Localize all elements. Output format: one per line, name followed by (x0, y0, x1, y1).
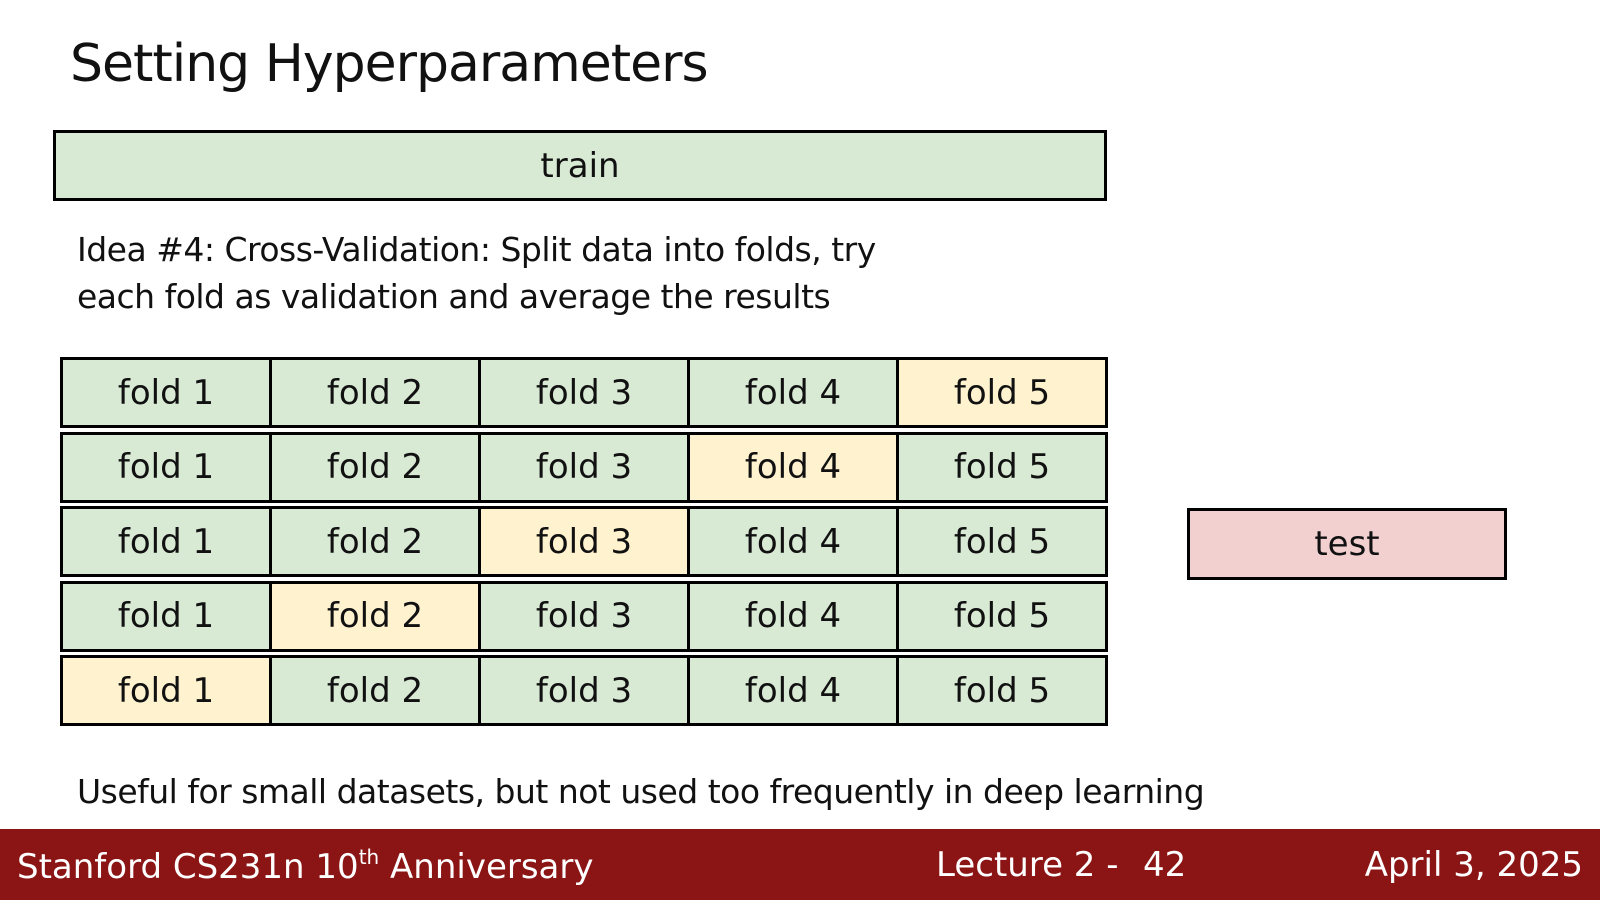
slide-title: Setting Hyperparameters (70, 34, 709, 94)
fold-cell: fold 5 (899, 580, 1108, 652)
fold-cell: fold 4 (690, 357, 899, 428)
lecture-date: April 3, 2025 (1364, 845, 1583, 885)
idea-line-1: Idea #4: Cross-Validation: Split data in… (77, 230, 876, 269)
idea-text: Idea #4: Cross-Validation: Split data in… (77, 226, 977, 320)
footer-bar: Stanford CS231n 10th Anniversary Lecture… (0, 829, 1600, 900)
course-suffix: Anniversary (379, 847, 594, 887)
test-bar: test (1187, 508, 1507, 580)
fold-cell: fold 1 (60, 655, 272, 726)
fold-cell: fold 3 (481, 580, 690, 652)
fold-cell: fold 4 (690, 506, 899, 577)
fold-row: fold 1 fold 2 fold 3 fold 4 fold 5 (60, 357, 1108, 428)
fold-cell: fold 2 (272, 580, 481, 652)
fold-cell: fold 3 (481, 655, 690, 726)
fold-row: fold 1 fold 2 fold 3 fold 4 fold 5 (60, 580, 1108, 652)
fold-cell: fold 4 (690, 655, 899, 726)
fold-row: fold 1 fold 2 fold 3 fold 4 fold 5 (60, 506, 1108, 577)
page-number: 42 (1143, 845, 1187, 885)
fold-cell: fold 3 (481, 357, 690, 428)
course-superscript: th (358, 845, 380, 869)
course-name: Stanford CS231n 10th Anniversary (17, 845, 594, 887)
folds-grid: fold 1 fold 2 fold 3 fold 4 fold 5 fold … (60, 357, 1108, 730)
course-prefix: Stanford CS231n 10 (17, 847, 359, 887)
lecture-label: Lecture 2 - (936, 845, 1119, 885)
idea-line-2: each fold as validation and average the … (77, 277, 831, 316)
fold-cell: fold 5 (899, 357, 1108, 428)
fold-row: fold 1 fold 2 fold 3 fold 4 fold 5 (60, 431, 1108, 503)
train-bar: train (53, 130, 1107, 201)
fold-cell: fold 4 (690, 580, 899, 652)
fold-cell: fold 2 (272, 655, 481, 726)
note-text: Useful for small datasets, but not used … (77, 772, 1205, 811)
fold-cell: fold 1 (60, 580, 272, 652)
fold-cell: fold 2 (272, 506, 481, 577)
fold-cell: fold 3 (481, 431, 690, 503)
train-label: train (540, 145, 620, 186)
fold-cell: fold 5 (899, 431, 1108, 503)
fold-cell: fold 3 (481, 506, 690, 577)
fold-cell: fold 2 (272, 431, 481, 503)
fold-cell: fold 1 (60, 506, 272, 577)
fold-cell: fold 2 (272, 357, 481, 428)
fold-cell: fold 5 (899, 506, 1108, 577)
fold-cell: fold 5 (899, 655, 1108, 726)
test-label: test (1314, 524, 1380, 564)
fold-cell: fold 1 (60, 357, 272, 428)
fold-cell: fold 1 (60, 431, 272, 503)
fold-cell: fold 4 (690, 431, 899, 503)
fold-row: fold 1 fold 2 fold 3 fold 4 fold 5 (60, 655, 1108, 726)
